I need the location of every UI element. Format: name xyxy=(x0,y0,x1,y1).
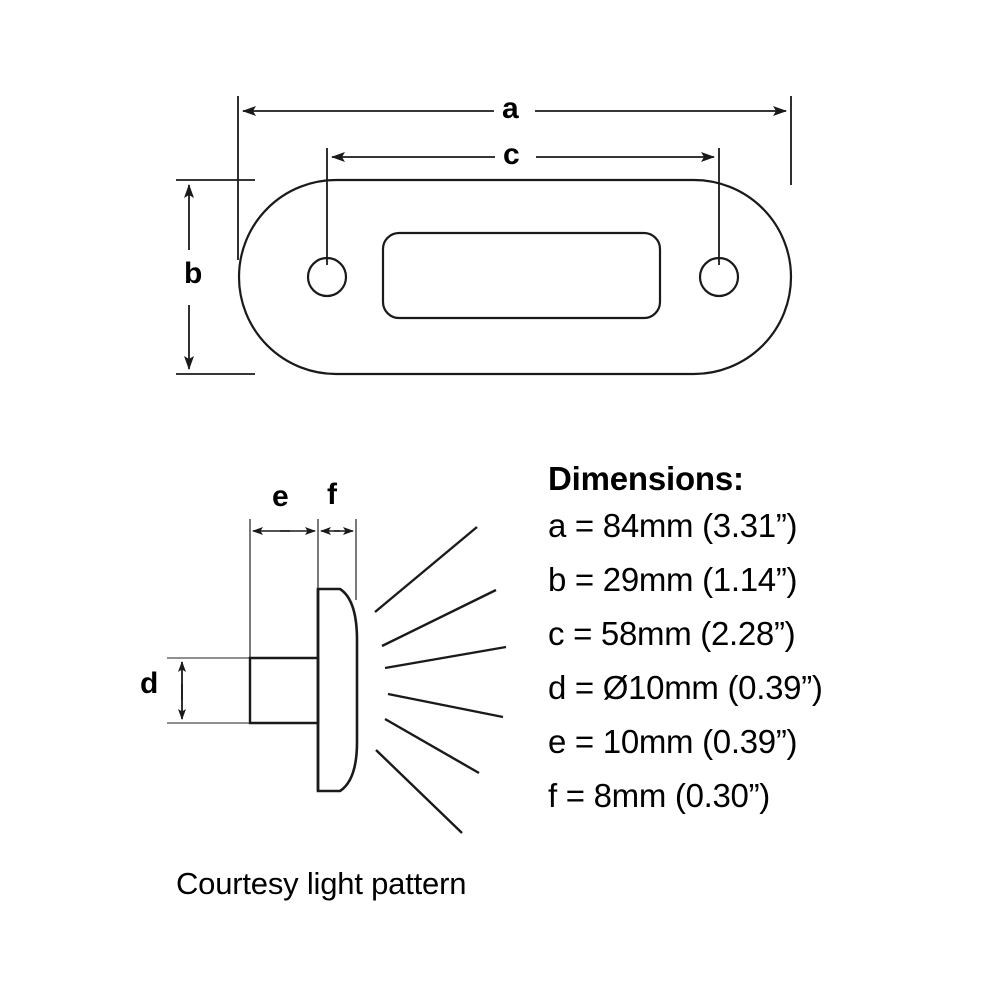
light-ray-5 xyxy=(384,717,480,775)
dimension-row-e: e = 10mm (0.39”) xyxy=(548,723,798,760)
callout-label-e: e xyxy=(272,480,289,513)
dimensions-heading: Dimensions: xyxy=(548,460,744,497)
lens-window xyxy=(381,231,662,320)
mounting-hole-right xyxy=(698,256,740,298)
callout-label-d: d xyxy=(140,667,159,700)
light-ray-1 xyxy=(374,526,478,613)
callout-label-f: f xyxy=(327,478,337,511)
callout-label-a: a xyxy=(502,92,519,125)
light-ray-2 xyxy=(381,588,497,648)
callout-label-b: b xyxy=(184,257,203,290)
dimensions-panel: Dimensions: a = 84mm (3.31”) b = 29mm (1… xyxy=(548,462,978,833)
dimension-row-a: a = 84mm (3.31”) xyxy=(548,507,798,544)
dimension-row-d: d = Ø10mm (0.39”) xyxy=(548,669,823,706)
recessed-body-stem xyxy=(248,656,320,725)
mounting-hole-left xyxy=(306,256,348,298)
light-ray-group xyxy=(374,526,507,834)
light-ray-3 xyxy=(384,645,507,670)
light-ray-4 xyxy=(387,692,504,719)
side-view-caption: Courtesy light pattern xyxy=(176,866,467,901)
callout-label-c: c xyxy=(503,138,520,171)
dimension-row-f: f = 8mm (0.30”) xyxy=(548,777,770,814)
faceplate-outline xyxy=(237,178,793,376)
dimension-row-c: c = 58mm (2.28”) xyxy=(548,615,796,652)
dimension-row-b: b = 29mm (1.14”) xyxy=(548,561,798,598)
light-ray-6 xyxy=(375,749,463,834)
side-view xyxy=(167,519,507,834)
front-view xyxy=(176,96,793,376)
lens-dome-profile xyxy=(316,587,359,793)
